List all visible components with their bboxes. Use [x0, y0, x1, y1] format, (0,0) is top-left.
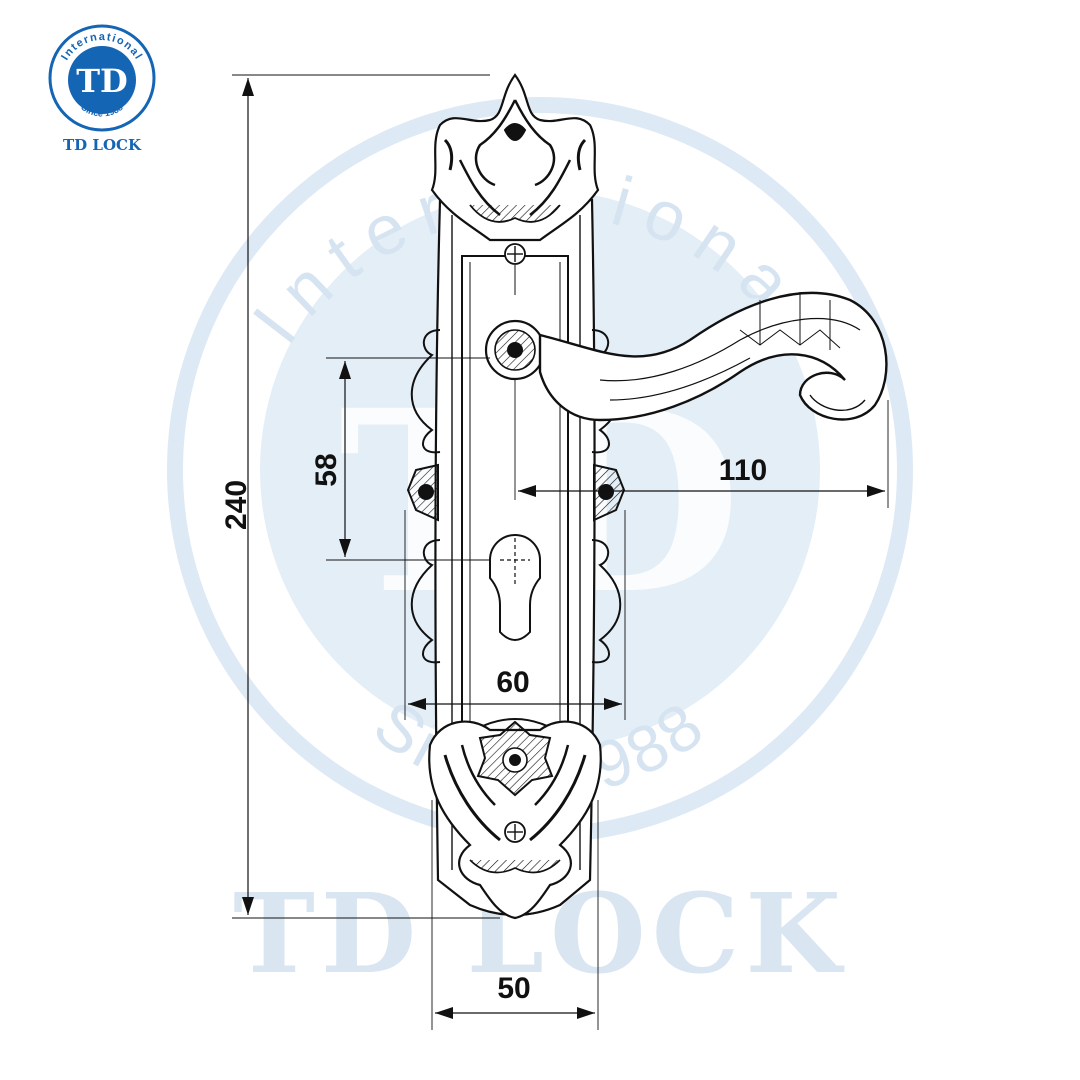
- brand-logo: International TD Since 1988 TD LOCK: [48, 24, 156, 154]
- dim-110-arrow-left: [518, 485, 536, 497]
- dim-50-label: 50: [497, 972, 530, 1005]
- cylinder-keyhole: [489, 534, 541, 641]
- dim-height-label: 240: [220, 480, 253, 530]
- lever-handle: [538, 291, 888, 422]
- bottom-ornament: [428, 720, 602, 920]
- left-side-ornaments: [406, 329, 441, 664]
- dimension-lines: [232, 74, 889, 1030]
- top-crown-ornament: [430, 73, 600, 265]
- dim-110-label: 110: [719, 454, 767, 487]
- dim-58-arrow-bottom: [339, 539, 351, 557]
- handle-rosette: [484, 319, 546, 381]
- logo-brand-text: TD LOCK: [63, 136, 142, 154]
- logo-since: Since 1988: [79, 102, 124, 119]
- logo-inner-disc: [68, 46, 136, 114]
- dim-height-arrow-top: [242, 78, 254, 96]
- dim-60-arrow-left: [408, 698, 426, 710]
- dim-60-arrow-right: [604, 698, 622, 710]
- dim-58-arrow-top: [339, 361, 351, 379]
- dim-58-label: 58: [310, 453, 343, 486]
- door-handle-drawing: [406, 73, 888, 920]
- dim-50-arrow-left: [435, 1007, 453, 1019]
- dim-110-arrow-right: [867, 485, 885, 497]
- dim-height-arrow-bottom: [242, 897, 254, 915]
- dim-60-label: 60: [496, 666, 529, 699]
- logo-monogram: TD: [76, 62, 128, 100]
- dim-50-arrow-right: [577, 1007, 595, 1019]
